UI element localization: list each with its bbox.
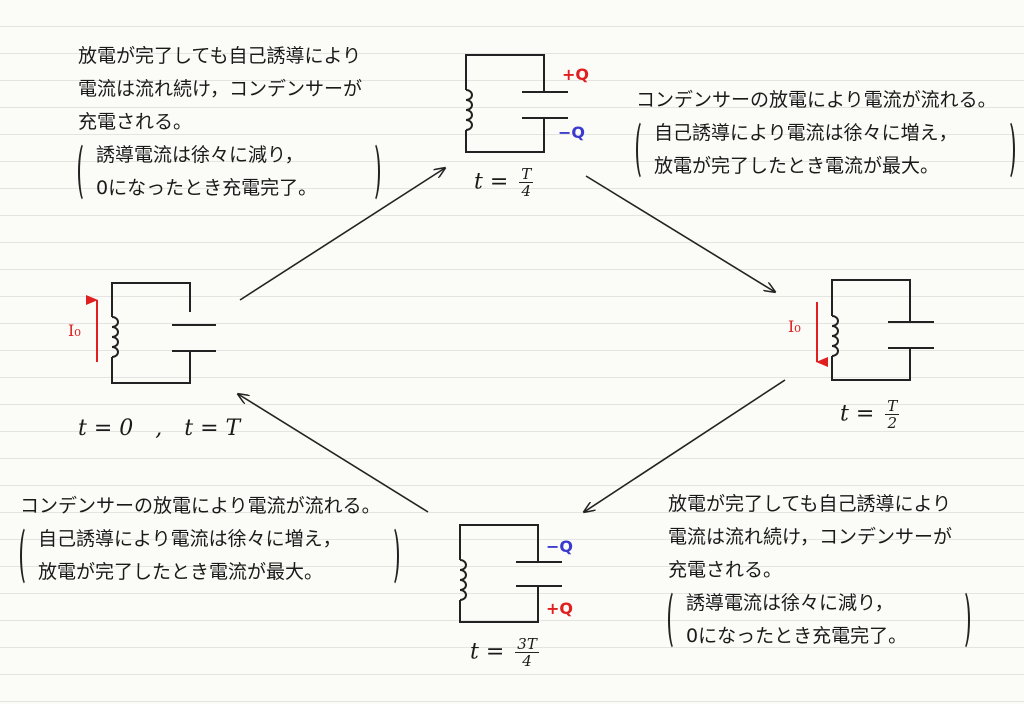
circuit-t-three-quarter <box>459 524 562 623</box>
current-label: I₀ <box>68 321 81 340</box>
circuit-wire <box>459 524 539 562</box>
note-line: 放電が完了しても自己誘導により <box>78 45 362 67</box>
circuit-t-half <box>831 279 934 381</box>
note-parenthetical: 誘導電流は徐々に減り， 0になったとき充電完了。 <box>668 587 971 653</box>
fraction-denominator: 4 <box>522 652 532 670</box>
note-line: 誘導電流は徐々に減り， <box>686 592 894 614</box>
note-line: 放電が完了したとき電流が最大。 <box>38 561 324 583</box>
note-line: コンデンサーの放電により電流が流れる。 <box>636 89 997 111</box>
note-top-right: コンデンサーの放電により電流が流れる。 自己誘導により電流は徐々に増え， 放電が… <box>636 84 1015 183</box>
fraction-numerator: T <box>519 165 534 183</box>
time-label-t-three-quarter: t = 3T 4 <box>470 636 539 669</box>
circuit-wire <box>459 586 539 623</box>
circuit-wire <box>465 118 545 153</box>
note-parenthetical: 誘導電流は徐々に減り， 0になったとき充電完了。 <box>78 139 381 205</box>
note-line: 電流は流れ続け，コンデンサーが <box>78 78 363 100</box>
note-line: 0になったとき充電完了。 <box>686 625 908 647</box>
note-line: コンデンサーの放電により電流が流れる。 <box>20 495 381 517</box>
note-line: 電流は流れ続け，コンデンサーが <box>668 526 953 548</box>
note-line: 誘導電流は徐々に減り， <box>96 144 304 166</box>
cycle-arrow-to-t-three-quarter <box>584 379 786 512</box>
note-parenthetical: 自己誘導により電流は徐々に増え， 放電が完了したとき電流が最大。 <box>636 117 1015 183</box>
note-bottom-right: 放電が完了しても自己誘導により 電流は流れ続け，コンデンサーが 充電される。 誘… <box>668 488 971 653</box>
fraction-denominator: 2 <box>887 414 898 432</box>
circuit-wire <box>831 279 911 322</box>
time-prefix: t = <box>840 401 875 427</box>
circuit-wire <box>111 351 191 384</box>
time-fraction: T 2 <box>885 397 900 432</box>
circuit-t0 <box>111 282 216 384</box>
inductor-coil-icon <box>465 89 473 131</box>
time-label-t-quarter: t = T 4 <box>474 165 534 200</box>
note-line: 充電される。 <box>668 559 783 581</box>
fraction-numerator: 3T <box>515 635 539 653</box>
fraction-denominator: 4 <box>521 182 532 200</box>
note-line: 自己誘導により電流は徐々に増え， <box>654 122 958 144</box>
time-fraction: 3T 4 <box>515 636 539 669</box>
time-label-t-half: t = T 2 <box>840 397 900 432</box>
note-line: 放電が完了しても自己誘導により <box>668 493 952 515</box>
cycle-arrow-to-t-half <box>585 175 775 292</box>
time-prefix: t = <box>474 169 509 195</box>
current-label: I₀ <box>788 317 801 336</box>
note-line: 0になったとき充電完了。 <box>96 177 318 199</box>
cycle-arrow-to-t-quarter <box>239 168 445 301</box>
note-line: 充電される。 <box>78 111 193 133</box>
inductor-coil-icon <box>111 316 119 358</box>
charge-label-top: +Q <box>562 65 589 84</box>
circuit-t-quarter <box>465 54 568 153</box>
fraction-numerator: T <box>885 397 900 415</box>
circuit-wire <box>111 282 191 317</box>
note-top-left: 放電が完了しても自己誘導により 電流は流れ続け，コンデンサーが 充電される。 誘… <box>78 40 381 205</box>
circuit-wire <box>831 348 911 381</box>
note-parenthetical: 自己誘導により電流は徐々に増え， 放電が完了したとき電流が最大。 <box>20 523 399 589</box>
time-fraction: T 4 <box>519 165 534 200</box>
charge-label-top: −Q <box>546 537 573 556</box>
note-line: 放電が完了したとき電流が最大。 <box>654 155 940 177</box>
charge-label-bottom: −Q <box>558 123 585 142</box>
inductor-coil-icon <box>831 315 839 357</box>
charge-label-bottom: +Q <box>546 599 573 618</box>
time-prefix: t = <box>470 639 505 665</box>
time-label-t0: t = 0 , t = T <box>78 416 241 441</box>
note-bottom-left: コンデンサーの放電により電流が流れる。 自己誘導により電流は徐々に増え， 放電が… <box>20 490 399 589</box>
inductor-coil-icon <box>459 559 467 601</box>
note-line: 自己誘導により電流は徐々に増え， <box>38 528 342 550</box>
circuit-wire <box>465 54 545 92</box>
cycle-arrow-to-t0 <box>238 394 429 513</box>
